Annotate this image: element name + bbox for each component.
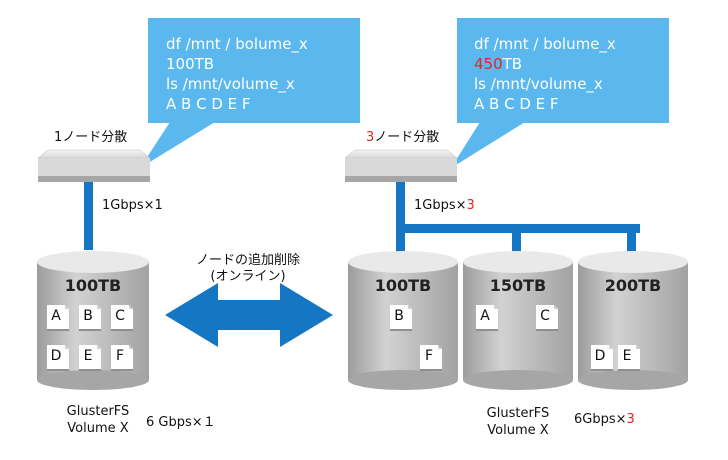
left-footer-name: GlusterFS Volume X xyxy=(66,404,130,436)
file-page-icon xyxy=(111,305,133,331)
left-node-box xyxy=(37,149,151,182)
file-icon-d: D xyxy=(47,345,69,371)
link-count-highlight: 3 xyxy=(466,198,475,213)
double-arrow-icon xyxy=(165,283,333,347)
left-link-label: 1Gbps×1 xyxy=(102,198,163,213)
speed-count-highlight: 3 xyxy=(626,412,635,427)
cylinder-title-200tb: 200TB xyxy=(604,276,662,295)
right-callout-line-1: df /mnt / bolume_x xyxy=(474,35,616,53)
file-page-icon xyxy=(390,305,412,331)
left-callout xyxy=(140,18,360,168)
capacity-unit: TB xyxy=(502,55,523,73)
file-page-icon xyxy=(536,305,558,331)
right-link-lines xyxy=(396,180,640,265)
left-node-label: 1ノード分散 xyxy=(54,130,128,145)
file-page-icon xyxy=(476,305,498,331)
right-footer-speed: 6Gbps×3 xyxy=(574,412,635,427)
file-icon-b: B xyxy=(390,305,412,331)
right-callout-line-2: 450TB xyxy=(474,54,522,74)
node-count-highlight: 3 xyxy=(366,130,375,145)
right-footer-name: GlusterFS Volume X xyxy=(486,406,550,438)
file-page-icon xyxy=(79,305,101,331)
file-icon-c: C xyxy=(111,305,133,331)
file-page-icon xyxy=(47,305,69,331)
file-icon-a: A xyxy=(476,305,498,331)
file-icon-f: F xyxy=(111,345,133,371)
left-callout-line-2: 100TB xyxy=(166,55,215,73)
node-label-text: ノード分散 xyxy=(374,130,440,145)
left-callout-line-3: ls /mnt/volume_x xyxy=(166,75,295,93)
file-page-icon xyxy=(111,345,133,371)
right-callout xyxy=(451,18,669,168)
file-icon-c: C xyxy=(536,305,558,331)
left-callout-line-4: A B C D E F xyxy=(166,95,251,113)
right-link-label: 1Gbps×3 xyxy=(414,198,475,213)
right-callout-line-3: ls /mnt/volume_x xyxy=(474,75,603,93)
left-link-line xyxy=(84,180,93,250)
speed-prefix: 6Gbps× xyxy=(574,412,627,427)
file-page-icon xyxy=(79,345,101,371)
cylinder-title-150tb: 150TB xyxy=(489,276,547,295)
right-node-label: 3ノード分散 xyxy=(366,126,439,145)
file-icon-d: D xyxy=(591,345,613,371)
file-icon-f: F xyxy=(420,345,442,371)
link-label-prefix: 1Gbps× xyxy=(414,198,467,213)
file-icon-e: E xyxy=(618,345,640,371)
capacity-highlight: 450 xyxy=(474,55,503,73)
right-node-box xyxy=(344,149,458,182)
file-page-icon xyxy=(420,345,442,371)
right-callout-line-4: A B C D E F xyxy=(474,95,559,113)
left-callout-line-1: df /mnt / bolume_x xyxy=(166,35,308,53)
left-footer-speed: 6 Gbps×１ xyxy=(146,415,216,430)
file-icon-a: A xyxy=(47,305,69,331)
file-icon-b: B xyxy=(79,305,101,331)
file-page-icon xyxy=(47,345,69,371)
migration-label-line-2: (オンライン) xyxy=(210,269,286,284)
migration-label-line-1: ノードの追加削除 xyxy=(195,253,300,268)
cylinder-title-100tb: 100TB xyxy=(374,276,432,295)
left-cylinder-title: 100TB xyxy=(64,276,122,295)
file-page-icon xyxy=(618,345,640,371)
file-page-icon xyxy=(591,345,613,371)
file-icon-e: E xyxy=(79,345,101,371)
